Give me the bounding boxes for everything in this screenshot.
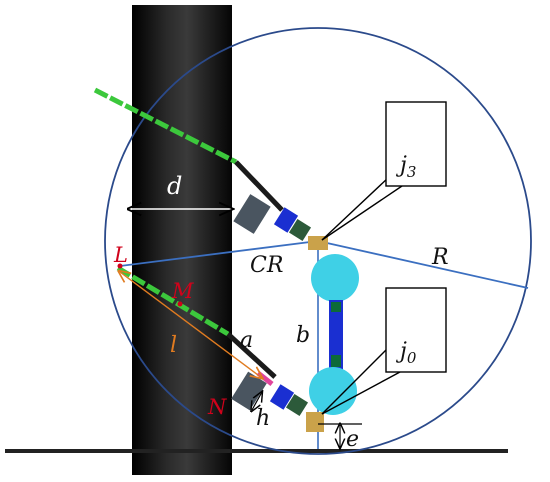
label-b: b xyxy=(296,323,310,348)
body-link-dark xyxy=(331,302,341,312)
label-n-point: N xyxy=(207,395,227,419)
callout-pointer-j0 xyxy=(321,347,389,415)
joint-j3-cyan xyxy=(311,254,359,302)
callout-box-j3 xyxy=(385,101,447,187)
dimension-arrow-h xyxy=(252,392,262,410)
label-cr: CR xyxy=(250,253,283,278)
label-a: a xyxy=(240,328,253,353)
upper-link-blue xyxy=(273,207,299,233)
upper-link-green xyxy=(288,218,312,242)
workspace-circle xyxy=(104,27,532,455)
callout-pointer-j3-b xyxy=(321,185,403,241)
radius-line-cr xyxy=(119,240,319,267)
callout-pointer-j0-b xyxy=(321,371,401,415)
upper-arm-green xyxy=(93,87,238,165)
callout-pointer-j3 xyxy=(321,177,389,241)
radius-line-r xyxy=(317,240,529,289)
label-r: R xyxy=(431,245,449,270)
point-m-marker xyxy=(177,301,183,307)
lower-link-green xyxy=(285,393,309,417)
label-d: d xyxy=(167,172,182,200)
upper-gripper-pad xyxy=(233,194,271,234)
lower-joint-block xyxy=(306,412,324,432)
callout-box-j0 xyxy=(385,287,447,373)
point-l-marker xyxy=(117,263,123,269)
dimension-arrow-l xyxy=(120,272,262,378)
body-link xyxy=(329,300,343,370)
label-e: e xyxy=(346,427,359,452)
joint-j0-cyan xyxy=(309,367,357,415)
label-l-point: L xyxy=(113,243,128,267)
upper-arm-dark xyxy=(234,160,284,212)
ground-line xyxy=(5,449,508,453)
body-link-dark-2 xyxy=(331,355,341,367)
label-h: h xyxy=(256,406,270,431)
pole xyxy=(132,5,232,475)
lower-link-blue xyxy=(269,384,295,410)
lower-gripper-pad xyxy=(231,371,267,411)
label-m-point: M xyxy=(171,279,194,303)
label-l-length: l xyxy=(170,333,177,358)
